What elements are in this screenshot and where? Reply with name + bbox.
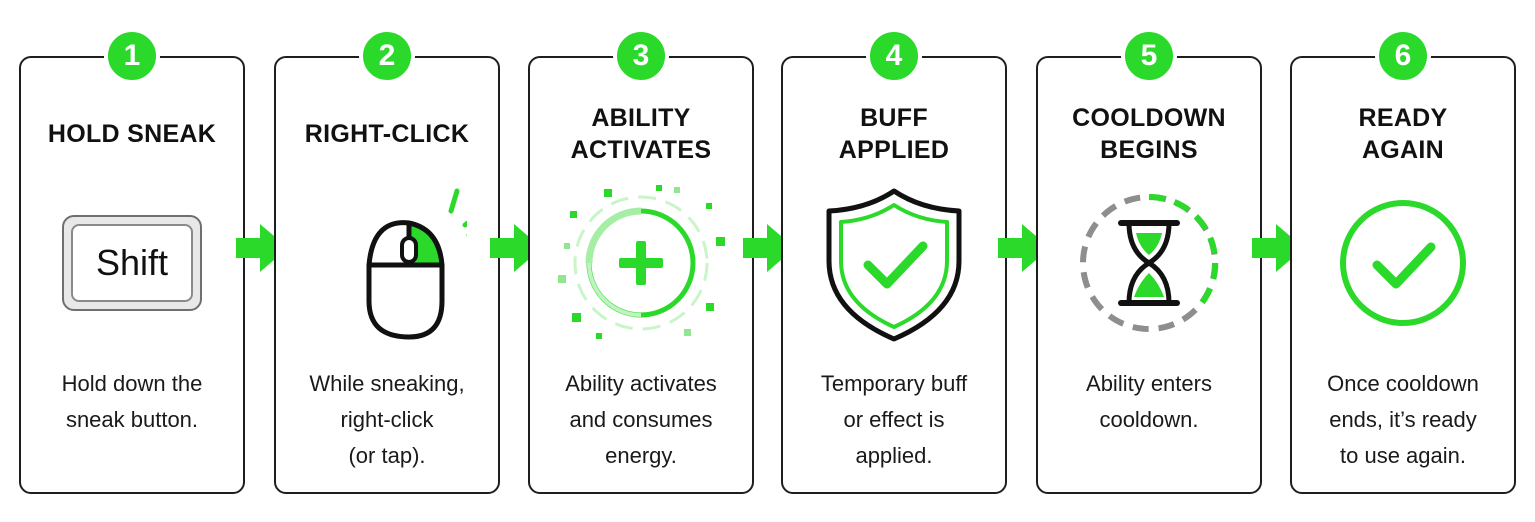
step-title-line: BUFF [860,104,928,132]
step-title-line: HOLD SNEAK [47,120,217,148]
arrow-right-icon [1252,224,1304,272]
description-line: (or tap). [348,443,426,468]
step-title: BUFF APPLIED [791,98,997,170]
step-description: Temporary buff or effect is applied. [793,366,995,474]
description-line: right-click [340,407,434,432]
ability-burst-icon [558,185,725,339]
step-title-line: ABILITY [591,104,691,132]
step-title: COOLDOWN BEGINS [1046,98,1252,170]
description-line: energy. [605,443,677,468]
step-card-1: 1 HOLD SNEAK Shift Hold down the sneak b… [19,28,245,494]
mouse-right-click-icon [366,188,467,340]
shift-key-label: Shift [71,224,193,302]
step-title: READY AGAIN [1300,98,1506,170]
step-description: Ability enters cooldown. [1048,366,1250,438]
arrow-right-icon [236,224,288,272]
step-title: RIGHT-CLICK [284,98,490,170]
step-title: HOLD SNEAK [29,98,235,170]
step-number-badge: 6 [1375,28,1431,84]
step-card-5: 5 COOLDOWN BEGINS Ability enters cooldow… [1036,28,1262,494]
step-card-6: 6 READY AGAIN Once cooldown ends, it’s r… [1290,28,1516,494]
hourglass-icon [1080,193,1219,332]
step-title-line: COOLDOWN [1072,104,1226,132]
description-line: Ability activates [565,371,717,396]
step-description: Hold down the sneak button. [31,366,233,438]
step-title-line: BEGINS [1100,136,1198,164]
description-line: Hold down the [61,371,203,396]
check-circle-icon [1340,200,1466,326]
step-description: While sneaking, right-click (or tap). [286,366,488,474]
step-number-badge: 3 [613,28,669,84]
description-line: ends, it’s ready [1329,407,1477,432]
description-line: applied. [855,443,933,468]
step-title-line: READY [1358,104,1448,132]
step-card-3: 3 ABILITY ACTIVATES Abi [528,28,754,494]
description-line: and consumes [569,407,713,432]
step-card-4: 4 BUFF APPLIED Temporary buff or effect … [781,28,1007,494]
arrow-right-icon [490,224,542,272]
step-description: Ability activates and consumes energy. [540,366,742,474]
description-line: Temporary buff [820,371,968,396]
step-number-badge: 4 [866,28,922,84]
description-line: cooldown. [1099,407,1199,432]
description-line: to use again. [1340,443,1466,468]
description-line: Once cooldown [1327,371,1479,396]
step-card-2: 2 RIGHT-CLICK While sneaking, right-clic… [274,28,500,494]
step-title-line: ACTIVATES [570,136,712,164]
step-number-badge: 5 [1121,28,1177,84]
shield-check-icon [826,188,962,342]
arrow-right-icon [998,224,1050,272]
description-line: Ability enters [1086,371,1212,396]
step-title-line: APPLIED [838,136,950,164]
step-title: ABILITY ACTIVATES [538,98,744,170]
step-description: Once cooldown ends, it’s ready to use ag… [1302,366,1504,474]
description-line: or effect is [843,407,945,432]
description-line: sneak button. [65,407,199,432]
step-number-badge: 1 [104,28,160,84]
step-title-line: AGAIN [1361,136,1445,164]
description-line: While sneaking, [309,371,465,396]
shift-key-icon: Shift [62,215,202,311]
step-number-badge: 2 [359,28,415,84]
arrow-right-icon [743,224,795,272]
step-title-line: RIGHT-CLICK [304,120,470,148]
